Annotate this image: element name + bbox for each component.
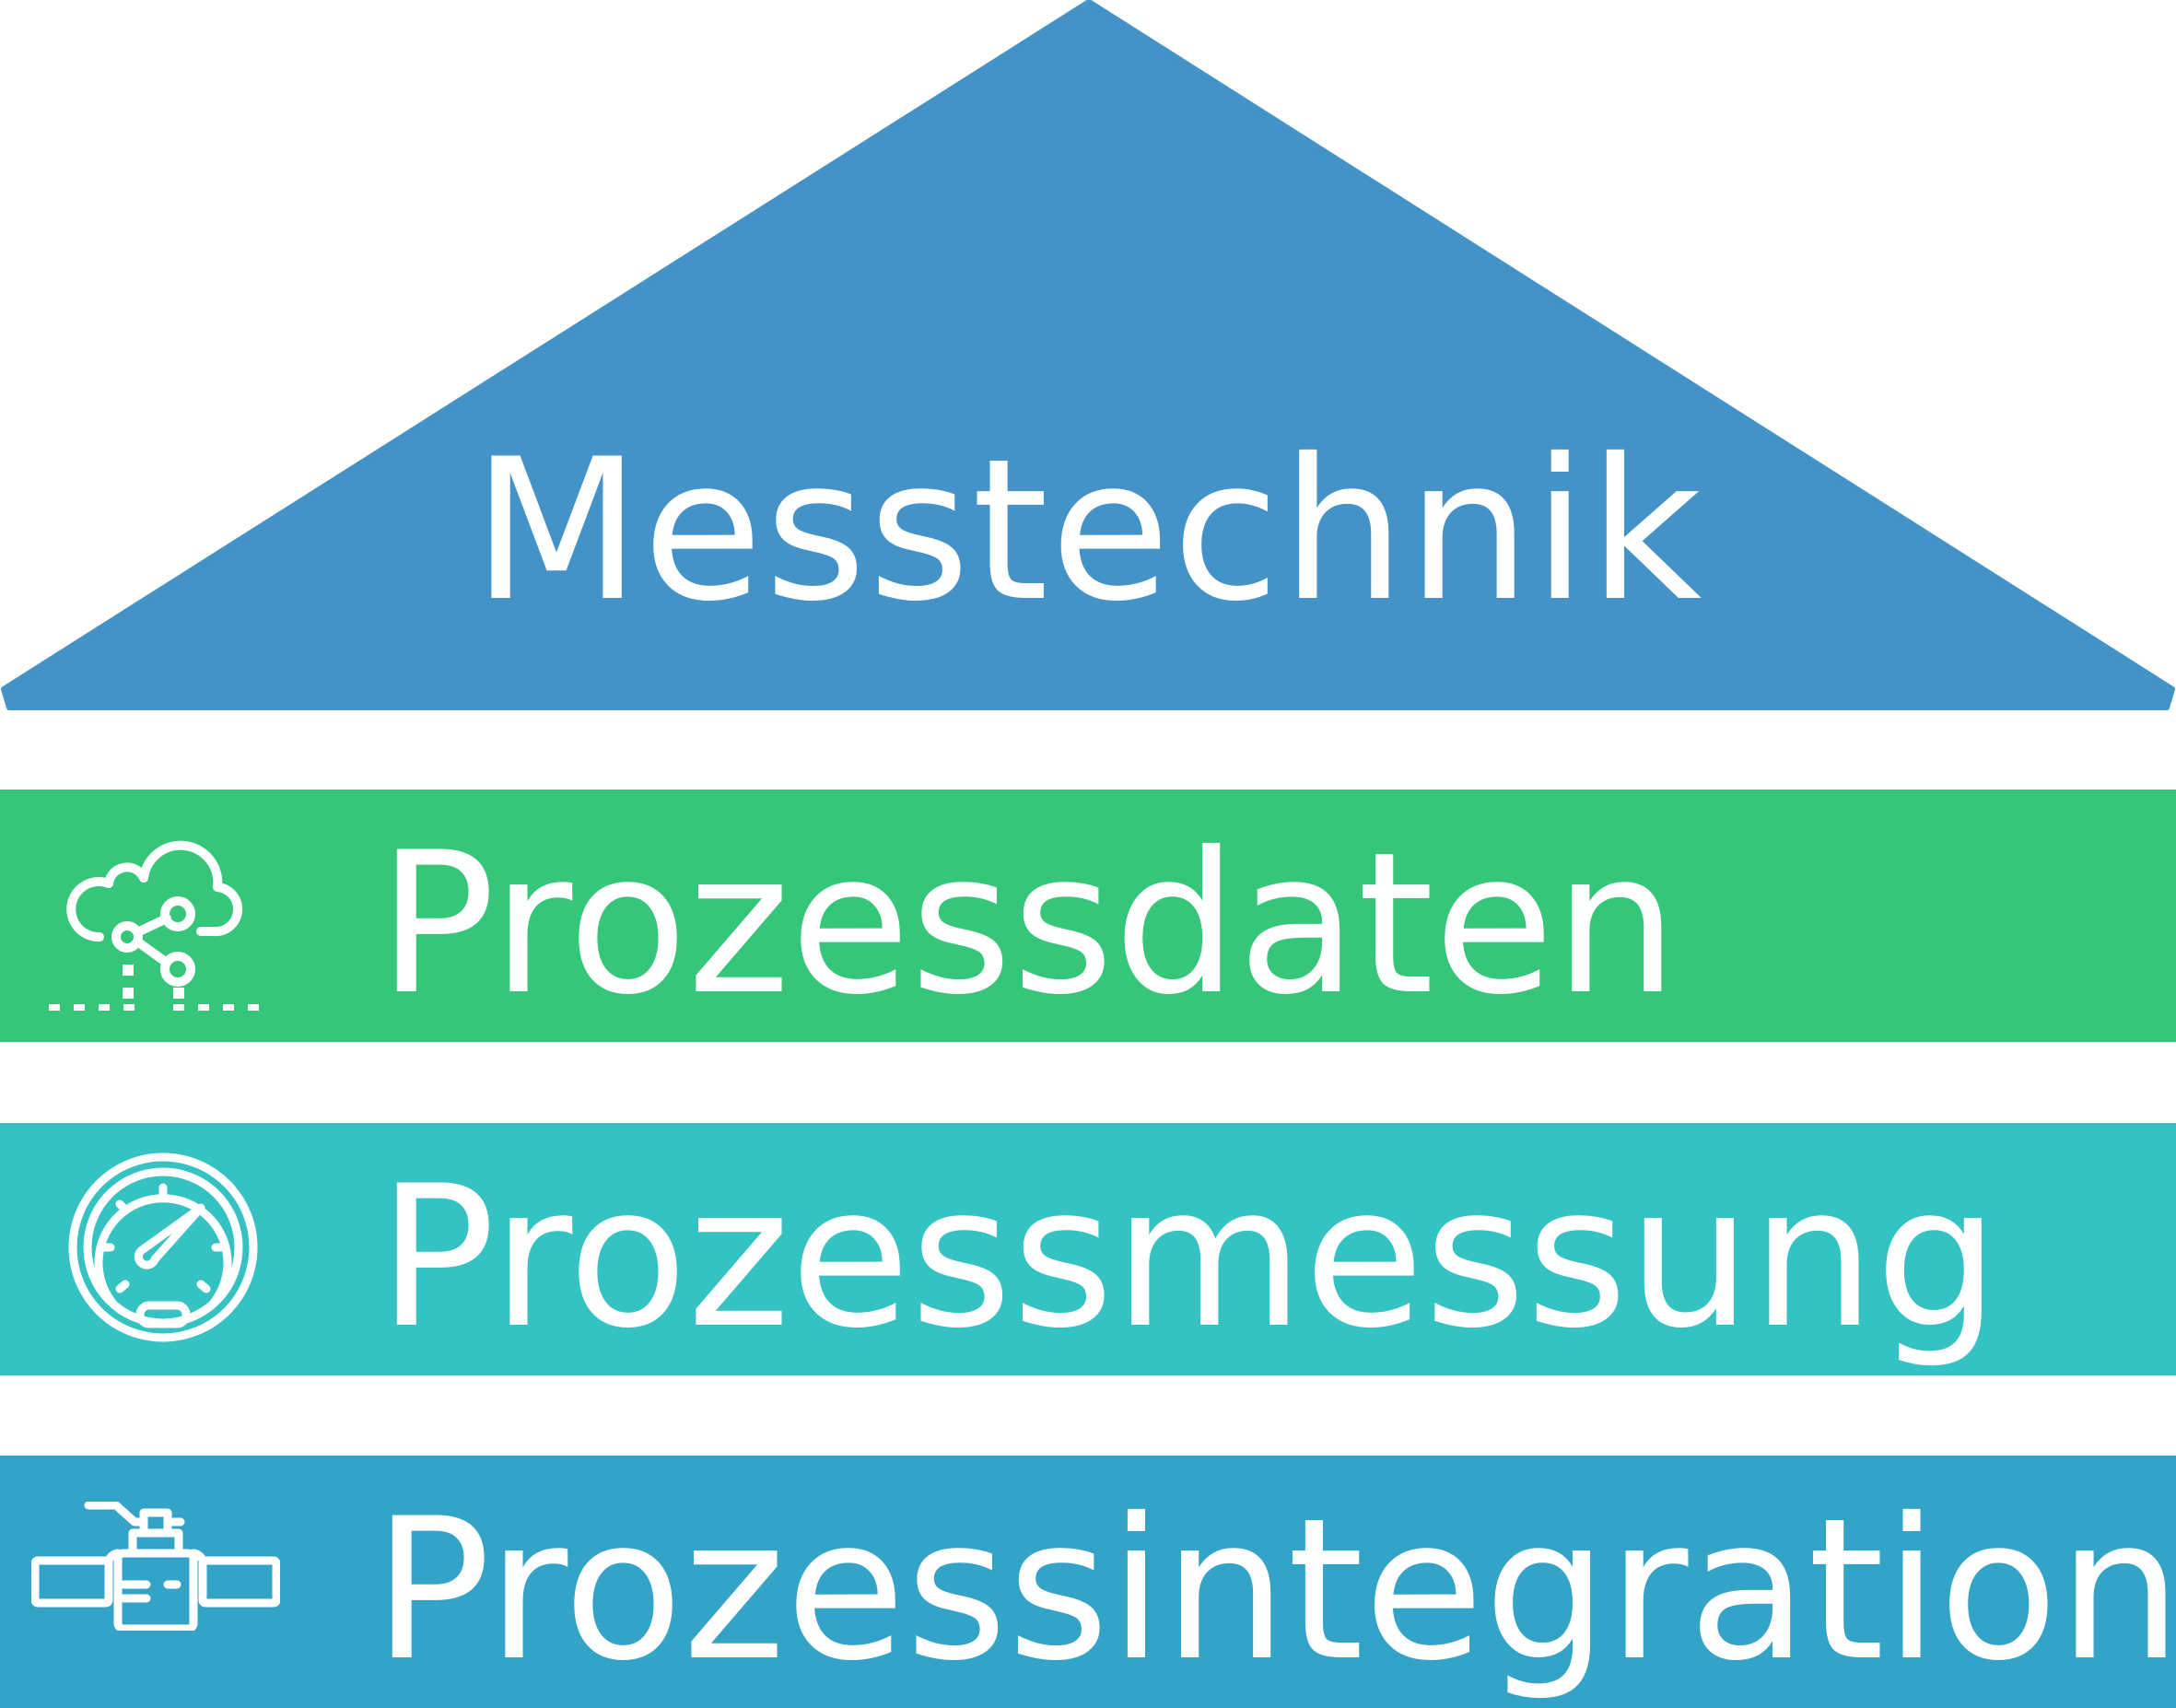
roof-shape	[1, 0, 2175, 710]
layer-prozessdaten: Prozessdaten	[0, 790, 2176, 1042]
layer-label-prozessmessung: Prozessmessung	[378, 1143, 2000, 1371]
layer-prozessintegration: Prozessintegration	[0, 1456, 2176, 1708]
cloud-data-icon	[44, 817, 275, 1011]
pipe-sensor-icon	[31, 1502, 280, 1631]
layer-label-prozessdaten: Prozessdaten	[378, 810, 1679, 1037]
layer-prozessmessung: Prozessmessung	[0, 1123, 2176, 1375]
layer-label-prozessintegration: Prozessintegration	[373, 1476, 2176, 1703]
roof-title: Messtechnik	[472, 416, 1704, 644]
gauge-meter-icon	[66, 1151, 260, 1344]
